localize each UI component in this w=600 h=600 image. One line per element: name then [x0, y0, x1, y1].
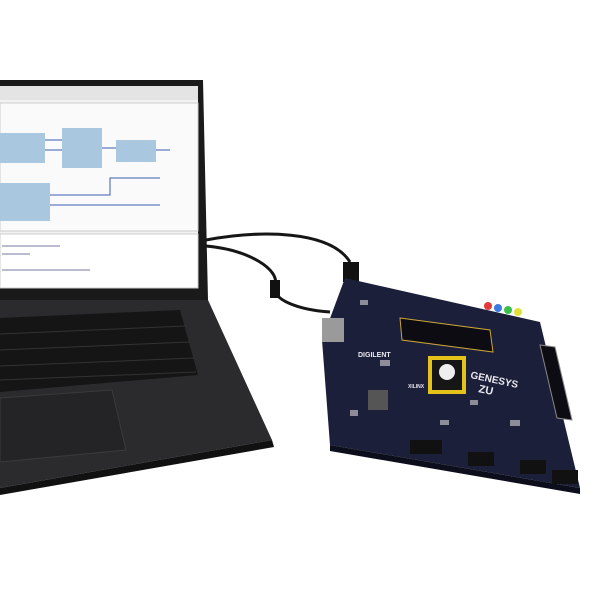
fan-hub	[439, 364, 455, 380]
board-name-zu-logo: ZU	[477, 383, 494, 398]
diagram-block-3	[116, 140, 156, 162]
pmod-headers	[410, 440, 578, 484]
touchpad	[0, 389, 127, 463]
diagram-wires	[45, 139, 170, 206]
cables	[205, 232, 352, 314]
heatsink-fan	[428, 356, 466, 394]
diagram-block-zynq	[0, 183, 50, 221]
diagram-block-1	[0, 133, 45, 163]
sd-slot	[368, 390, 388, 410]
usb-plug	[270, 280, 280, 298]
console-lines	[2, 245, 90, 271]
keyboard	[0, 310, 198, 392]
board-components	[350, 300, 520, 426]
board-edge	[330, 445, 580, 494]
status-leds	[484, 302, 522, 316]
laptop-base-edge	[0, 440, 274, 495]
expansion-connector	[539, 344, 573, 421]
diagram-block-2	[62, 128, 102, 168]
ethernet-plug	[343, 262, 359, 282]
screen-console	[0, 233, 199, 289]
digilent-logo: DIGILENT	[358, 352, 391, 359]
ethernet-jack	[322, 318, 344, 342]
keyboard-keys	[0, 325, 197, 381]
memory-slot	[399, 317, 494, 353]
screen-titlebar	[0, 86, 198, 100]
xilinx-logo: XILINX	[408, 384, 425, 390]
